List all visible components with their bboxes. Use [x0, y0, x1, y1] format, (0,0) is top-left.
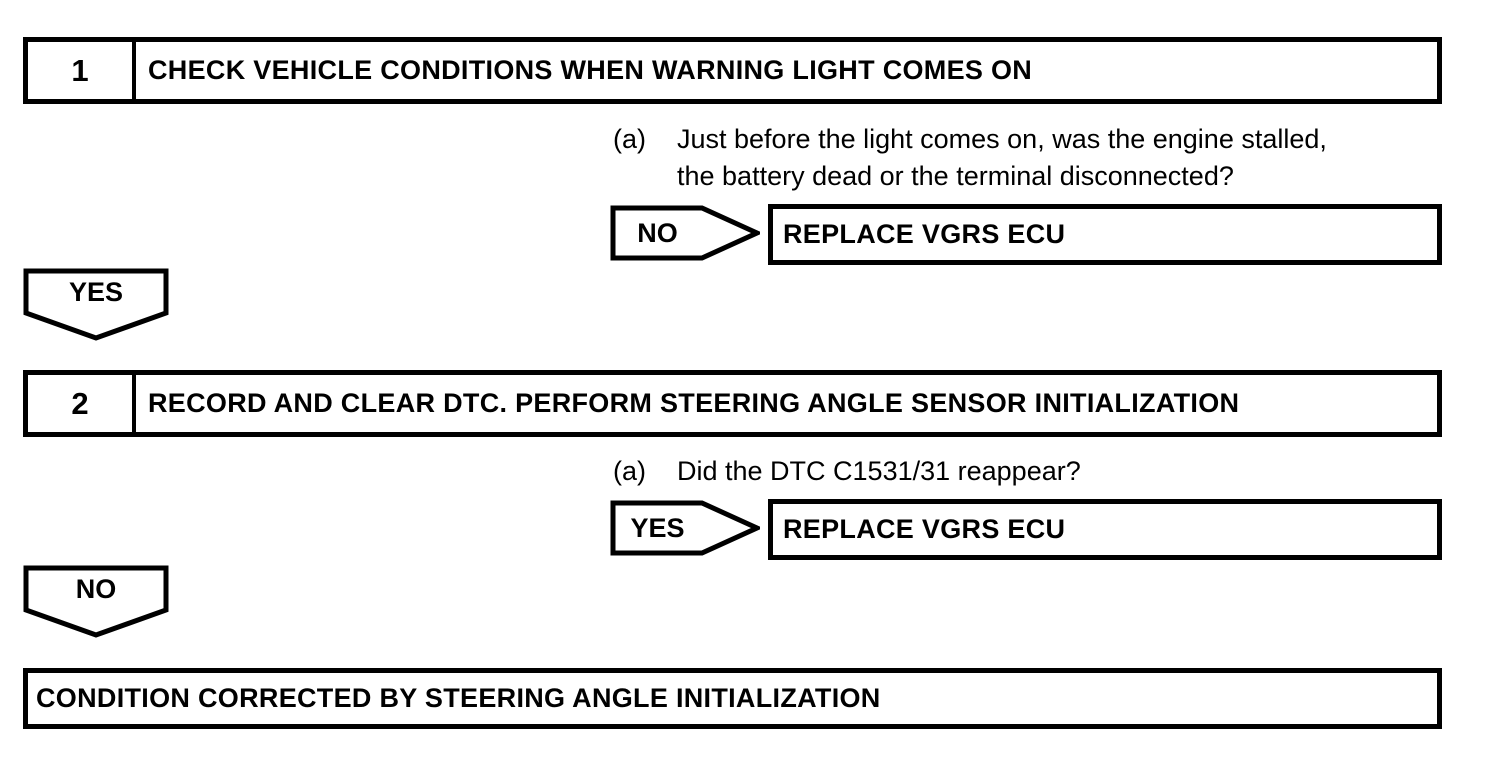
step-1-continue-label: YES — [68, 276, 124, 307]
right-arrow-icon — [610, 500, 760, 556]
step-1-result-text: REPLACE VGRS ECU — [783, 219, 1066, 249]
question-line: Just before the light comes on, was the … — [677, 124, 1327, 154]
step-1-result-box: REPLACE VGRS ECU — [768, 204, 1442, 265]
step-1-branch: NO — [610, 205, 760, 261]
step-1-number: 1 — [28, 42, 136, 99]
conclusion-text: CONDITION CORRECTED BY STEERING ANGLE IN… — [36, 683, 881, 713]
step-1-continue: YES — [23, 268, 169, 342]
step-2-number: 2 — [28, 375, 136, 432]
down-arrow-icon — [23, 268, 169, 341]
conclusion-box: CONDITION CORRECTED BY STEERING ANGLE IN… — [23, 668, 1442, 729]
step-2-branch: YES — [610, 500, 760, 556]
step-2-result-text: REPLACE VGRS ECU — [783, 514, 1066, 544]
right-arrow-icon — [610, 205, 760, 261]
step-2-title: RECORD AND CLEAR DTC. PERFORM STEERING A… — [148, 388, 1240, 418]
step-2-continue: NO — [23, 565, 169, 639]
step-2-result-box: REPLACE VGRS ECU — [768, 499, 1442, 560]
step-2-question-text: Did the DTC C1531/31 reappear? — [677, 453, 1081, 490]
question-line: Did the DTC C1531/31 reappear? — [677, 456, 1081, 486]
down-arrow-icon — [23, 565, 169, 638]
step-2-question-label: (a) — [613, 456, 646, 486]
step-2-branch-label: YES — [630, 512, 685, 543]
step-1-question-text: Just before the light comes on, was the … — [677, 121, 1327, 195]
step-1-question-label: (a) — [613, 124, 646, 154]
step-2-box: 2 RECORD AND CLEAR DTC. PERFORM STEERING… — [23, 370, 1442, 437]
step-1-box: 1 CHECK VEHICLE CONDITIONS WHEN WARNING … — [23, 37, 1442, 104]
question-line: the battery dead or the terminal disconn… — [677, 161, 1234, 191]
step-2-continue-label: NO — [75, 573, 117, 604]
step-1-title: CHECK VEHICLE CONDITIONS WHEN WARNING LI… — [148, 55, 1033, 85]
step-1-branch-label: NO — [637, 217, 678, 248]
